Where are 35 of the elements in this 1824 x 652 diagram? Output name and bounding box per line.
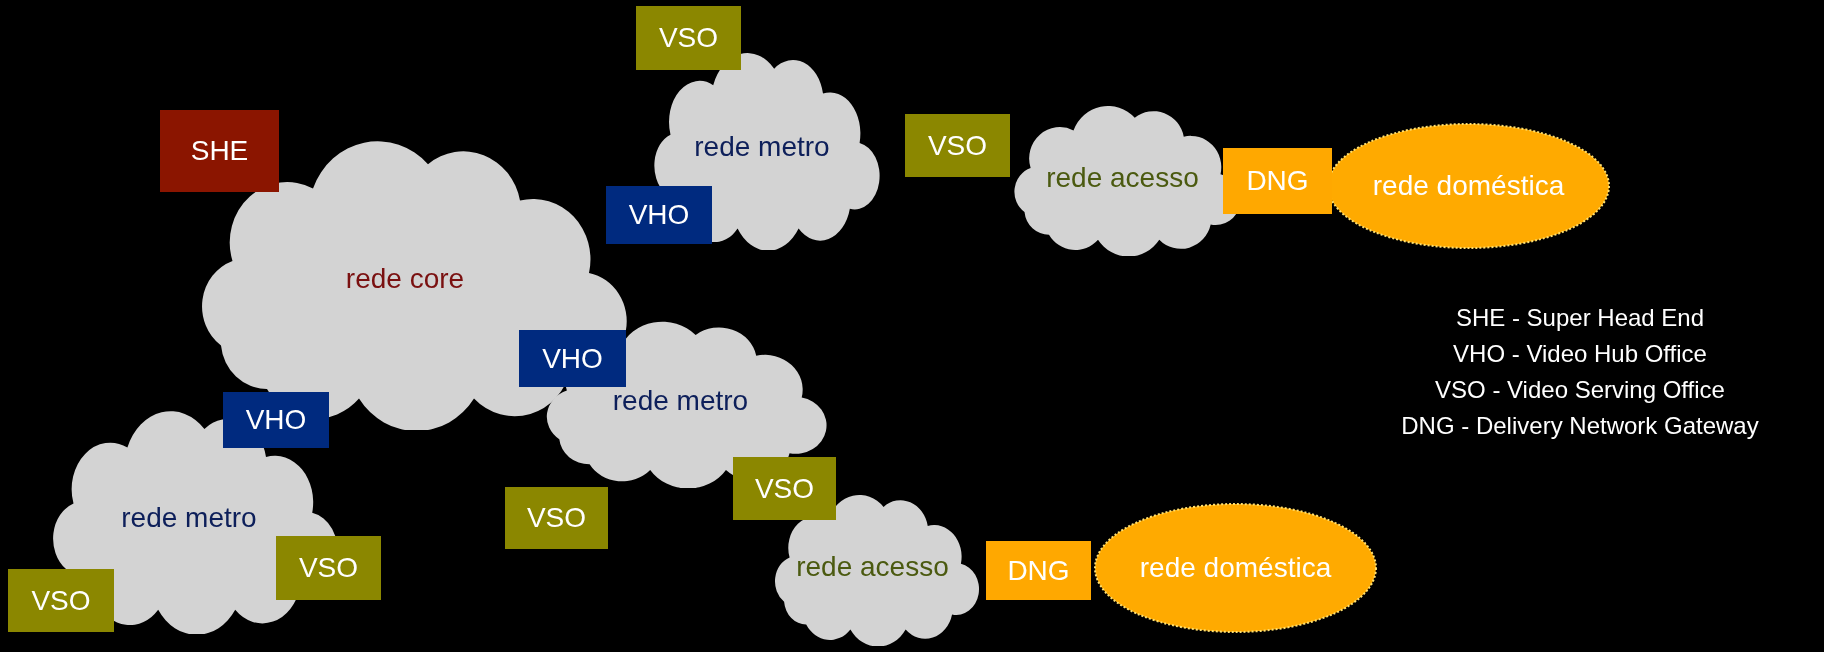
acronym-label: VSO bbox=[927, 131, 988, 160]
acronym-label: VSO bbox=[658, 24, 719, 52]
label-box bbox=[8, 569, 114, 632]
legend-line: DNG - Delivery Network Gateway bbox=[1401, 411, 1759, 441]
legend-line: VHO - Video Hub Office bbox=[1453, 339, 1707, 369]
network-label: rede doméstica bbox=[1139, 554, 1332, 582]
network-label: rede core bbox=[345, 265, 465, 293]
acronym-label: VSO bbox=[526, 504, 587, 532]
network-label: rede acesso bbox=[796, 553, 949, 581]
label-box bbox=[1223, 148, 1332, 214]
acronym-label: DNG bbox=[1007, 556, 1070, 585]
acronym-label: DNG bbox=[1246, 167, 1309, 195]
acronym-label: VHO bbox=[245, 406, 307, 434]
network-label: rede metro bbox=[612, 387, 749, 415]
network-label: rede acesso bbox=[1046, 163, 1199, 192]
legend-line: SHE - Super Head End bbox=[1455, 303, 1705, 333]
legend-line: VSO - Video Serving Office bbox=[1435, 375, 1725, 405]
network-label: rede metro bbox=[694, 133, 830, 161]
acronym-label: SHE bbox=[190, 137, 249, 165]
label-box bbox=[636, 6, 741, 70]
label-box bbox=[905, 114, 1010, 177]
label-box bbox=[986, 541, 1091, 600]
network-label: rede metro bbox=[121, 503, 257, 532]
label-box bbox=[160, 110, 279, 192]
label-box bbox=[276, 536, 381, 600]
acronym-label: VHO bbox=[628, 201, 690, 229]
network-label: rede doméstica bbox=[1372, 172, 1565, 200]
label-box bbox=[505, 487, 608, 549]
acronym-label: VHO bbox=[542, 344, 603, 373]
label-box bbox=[223, 392, 329, 448]
label-box bbox=[733, 457, 836, 520]
acronym-label: VSO bbox=[31, 586, 91, 615]
acronym-label: VSO bbox=[298, 554, 359, 582]
acronym-label: VSO bbox=[754, 474, 815, 503]
label-box bbox=[606, 186, 712, 244]
